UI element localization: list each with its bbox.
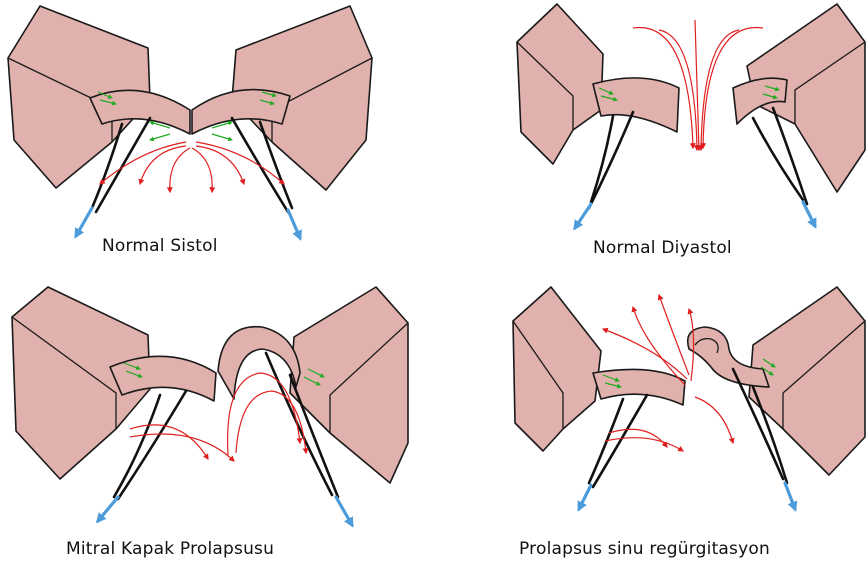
prolapse-regurgitation-illustration: [433, 283, 866, 566]
right-papillary-muscle-arrow: [803, 202, 815, 226]
left-papillary-muscle-arrow: [76, 208, 92, 236]
left-ventricle-wall: [513, 287, 601, 451]
right-papillary-muscle-arrow: [288, 210, 300, 238]
caption-normal-diastole: Normal Diyastol: [593, 238, 732, 258]
panel-normal-systole: Normal Sistol: [0, 0, 433, 283]
panel-mitral-valve-prolapse: Mitral Kapak Prolapsusu: [0, 283, 433, 566]
panel-prolapse-regurgitation: Prolapsus sinu regürgitasyon: [433, 283, 866, 566]
mitral-valve-prolapse-illustration: [0, 283, 433, 566]
caption-prolapse-regurgitation: Prolapsus sinu regürgitasyon: [519, 539, 770, 559]
right-papillary-muscle-arrow: [785, 483, 795, 509]
anterior-leaflet: [593, 369, 685, 405]
left-papillary-muscle-arrow: [575, 204, 591, 228]
anterior-leaflet: [593, 78, 679, 132]
left-papillary-muscle-arrow: [579, 485, 591, 509]
right-papillary-muscle-arrow: [336, 497, 352, 525]
posterior-leaflet: [733, 78, 787, 124]
anterior-leaflet: [110, 356, 216, 401]
panel-normal-diastole: Normal Diyastol: [433, 0, 866, 283]
blood-flow-arrows: [100, 142, 284, 192]
left-papillary-muscle-arrow: [98, 497, 118, 521]
prolapsing-posterior-leaflet: [218, 327, 300, 399]
caption-mitral-valve-prolapse: Mitral Kapak Prolapsusu: [66, 539, 274, 559]
caption-normal-systole: Normal Sistol: [102, 236, 218, 256]
right-ventricle-wall: [290, 287, 408, 483]
